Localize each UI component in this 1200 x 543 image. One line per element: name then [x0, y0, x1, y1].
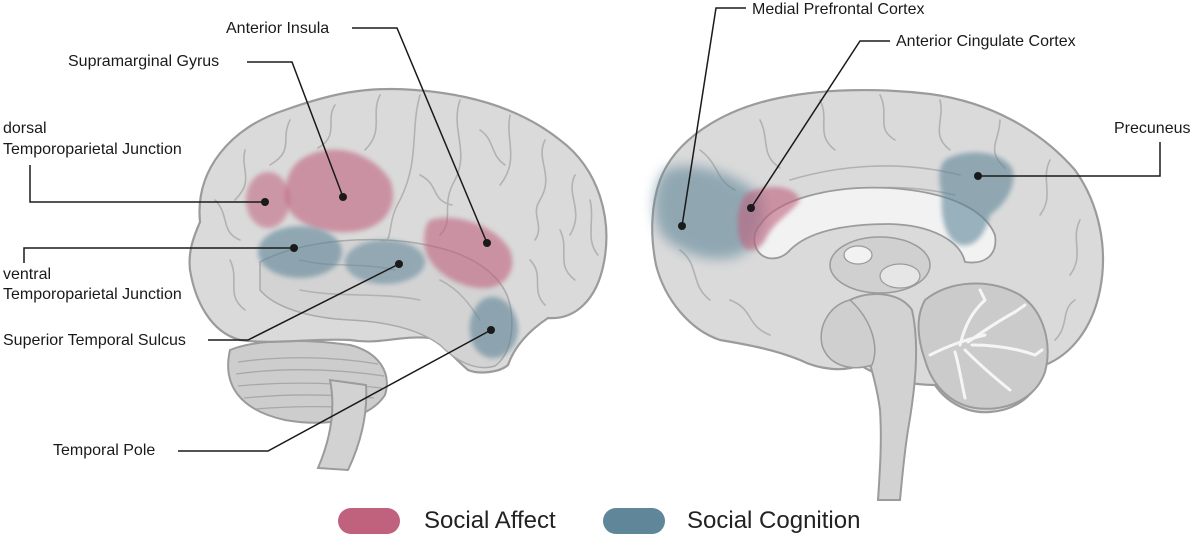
ventricle: [843, 245, 873, 265]
region-acc: [737, 186, 800, 251]
dot-precuneus: [974, 172, 982, 180]
regions-lateral: [246, 149, 519, 359]
region-sts: [345, 240, 425, 284]
label-superior-temporal-sulcus: Superior Temporal Sulcus: [3, 332, 186, 349]
label-temporal-pole: Temporal Pole: [53, 442, 156, 459]
label-anterior-insula: Anterior Insula: [226, 20, 330, 37]
lateral-brain: [188, 87, 608, 472]
leader-dorsal-tpj: [29, 165, 265, 203]
region-supramarginal-gyrus: [285, 149, 394, 233]
corpus-callosum: [753, 186, 997, 264]
dot-supramarginal-gyrus: [339, 193, 347, 201]
region-anterior-insula: [424, 217, 513, 289]
cerebrum-lateral: [188, 87, 608, 374]
legend-label-social-cognition: Social Cognition: [687, 507, 861, 534]
leader-dots: [261, 172, 982, 334]
region-ventral-tpj: [258, 226, 342, 278]
leader-supramarginal-gyrus: [247, 61, 344, 198]
label-medial-prefrontal-cortex: Medial Prefrontal Cortex: [752, 1, 925, 18]
leader-precuneus: [978, 142, 1161, 177]
region-mpfc: [654, 166, 764, 259]
dot-mpfc: [678, 222, 686, 230]
leader-sts: [208, 263, 400, 341]
legend-label-social-affect: Social Affect: [424, 507, 556, 534]
dot-anterior-insula: [483, 239, 491, 247]
arbor-vitae: [928, 288, 1044, 400]
pons: [820, 299, 876, 369]
midbrain-nucleus: [879, 263, 921, 289]
leader-temporal-pole: [178, 329, 492, 452]
dot-temporal-pole: [487, 326, 495, 334]
label-ventral-tpj-line2: Temporoparietal Junction: [3, 286, 182, 303]
legend-swatch-social-affect: [338, 508, 400, 534]
label-supramarginal-gyrus: Supramarginal Gyrus: [68, 53, 220, 70]
dot-sts: [395, 260, 403, 268]
gyri-texture-lateral: [214, 94, 599, 321]
legend-swatch-social-cognition: [603, 508, 665, 534]
leader-anterior-insula: [352, 27, 488, 244]
leader-mpfc: [681, 7, 746, 227]
label-precuneus: Precuneus: [1114, 120, 1191, 137]
brainstem-lateral: [316, 378, 368, 472]
medial-brain: [651, 88, 1105, 501]
leader-lines: [23, 7, 1161, 452]
leader-acc: [750, 40, 890, 209]
dot-acc: [747, 204, 755, 212]
label-anterior-cingulate-cortex: Anterior Cingulate Cortex: [896, 33, 1076, 50]
label-dorsal-tpj-line1: dorsal: [3, 120, 47, 137]
label-dorsal-tpj-line2: Temporoparietal Junction: [3, 141, 182, 158]
dot-ventral-tpj: [290, 244, 298, 252]
dot-dorsal-tpj: [261, 198, 269, 206]
leader-ventral-tpj: [23, 247, 294, 263]
label-ventral-tpj-line1: ventral: [3, 266, 52, 283]
